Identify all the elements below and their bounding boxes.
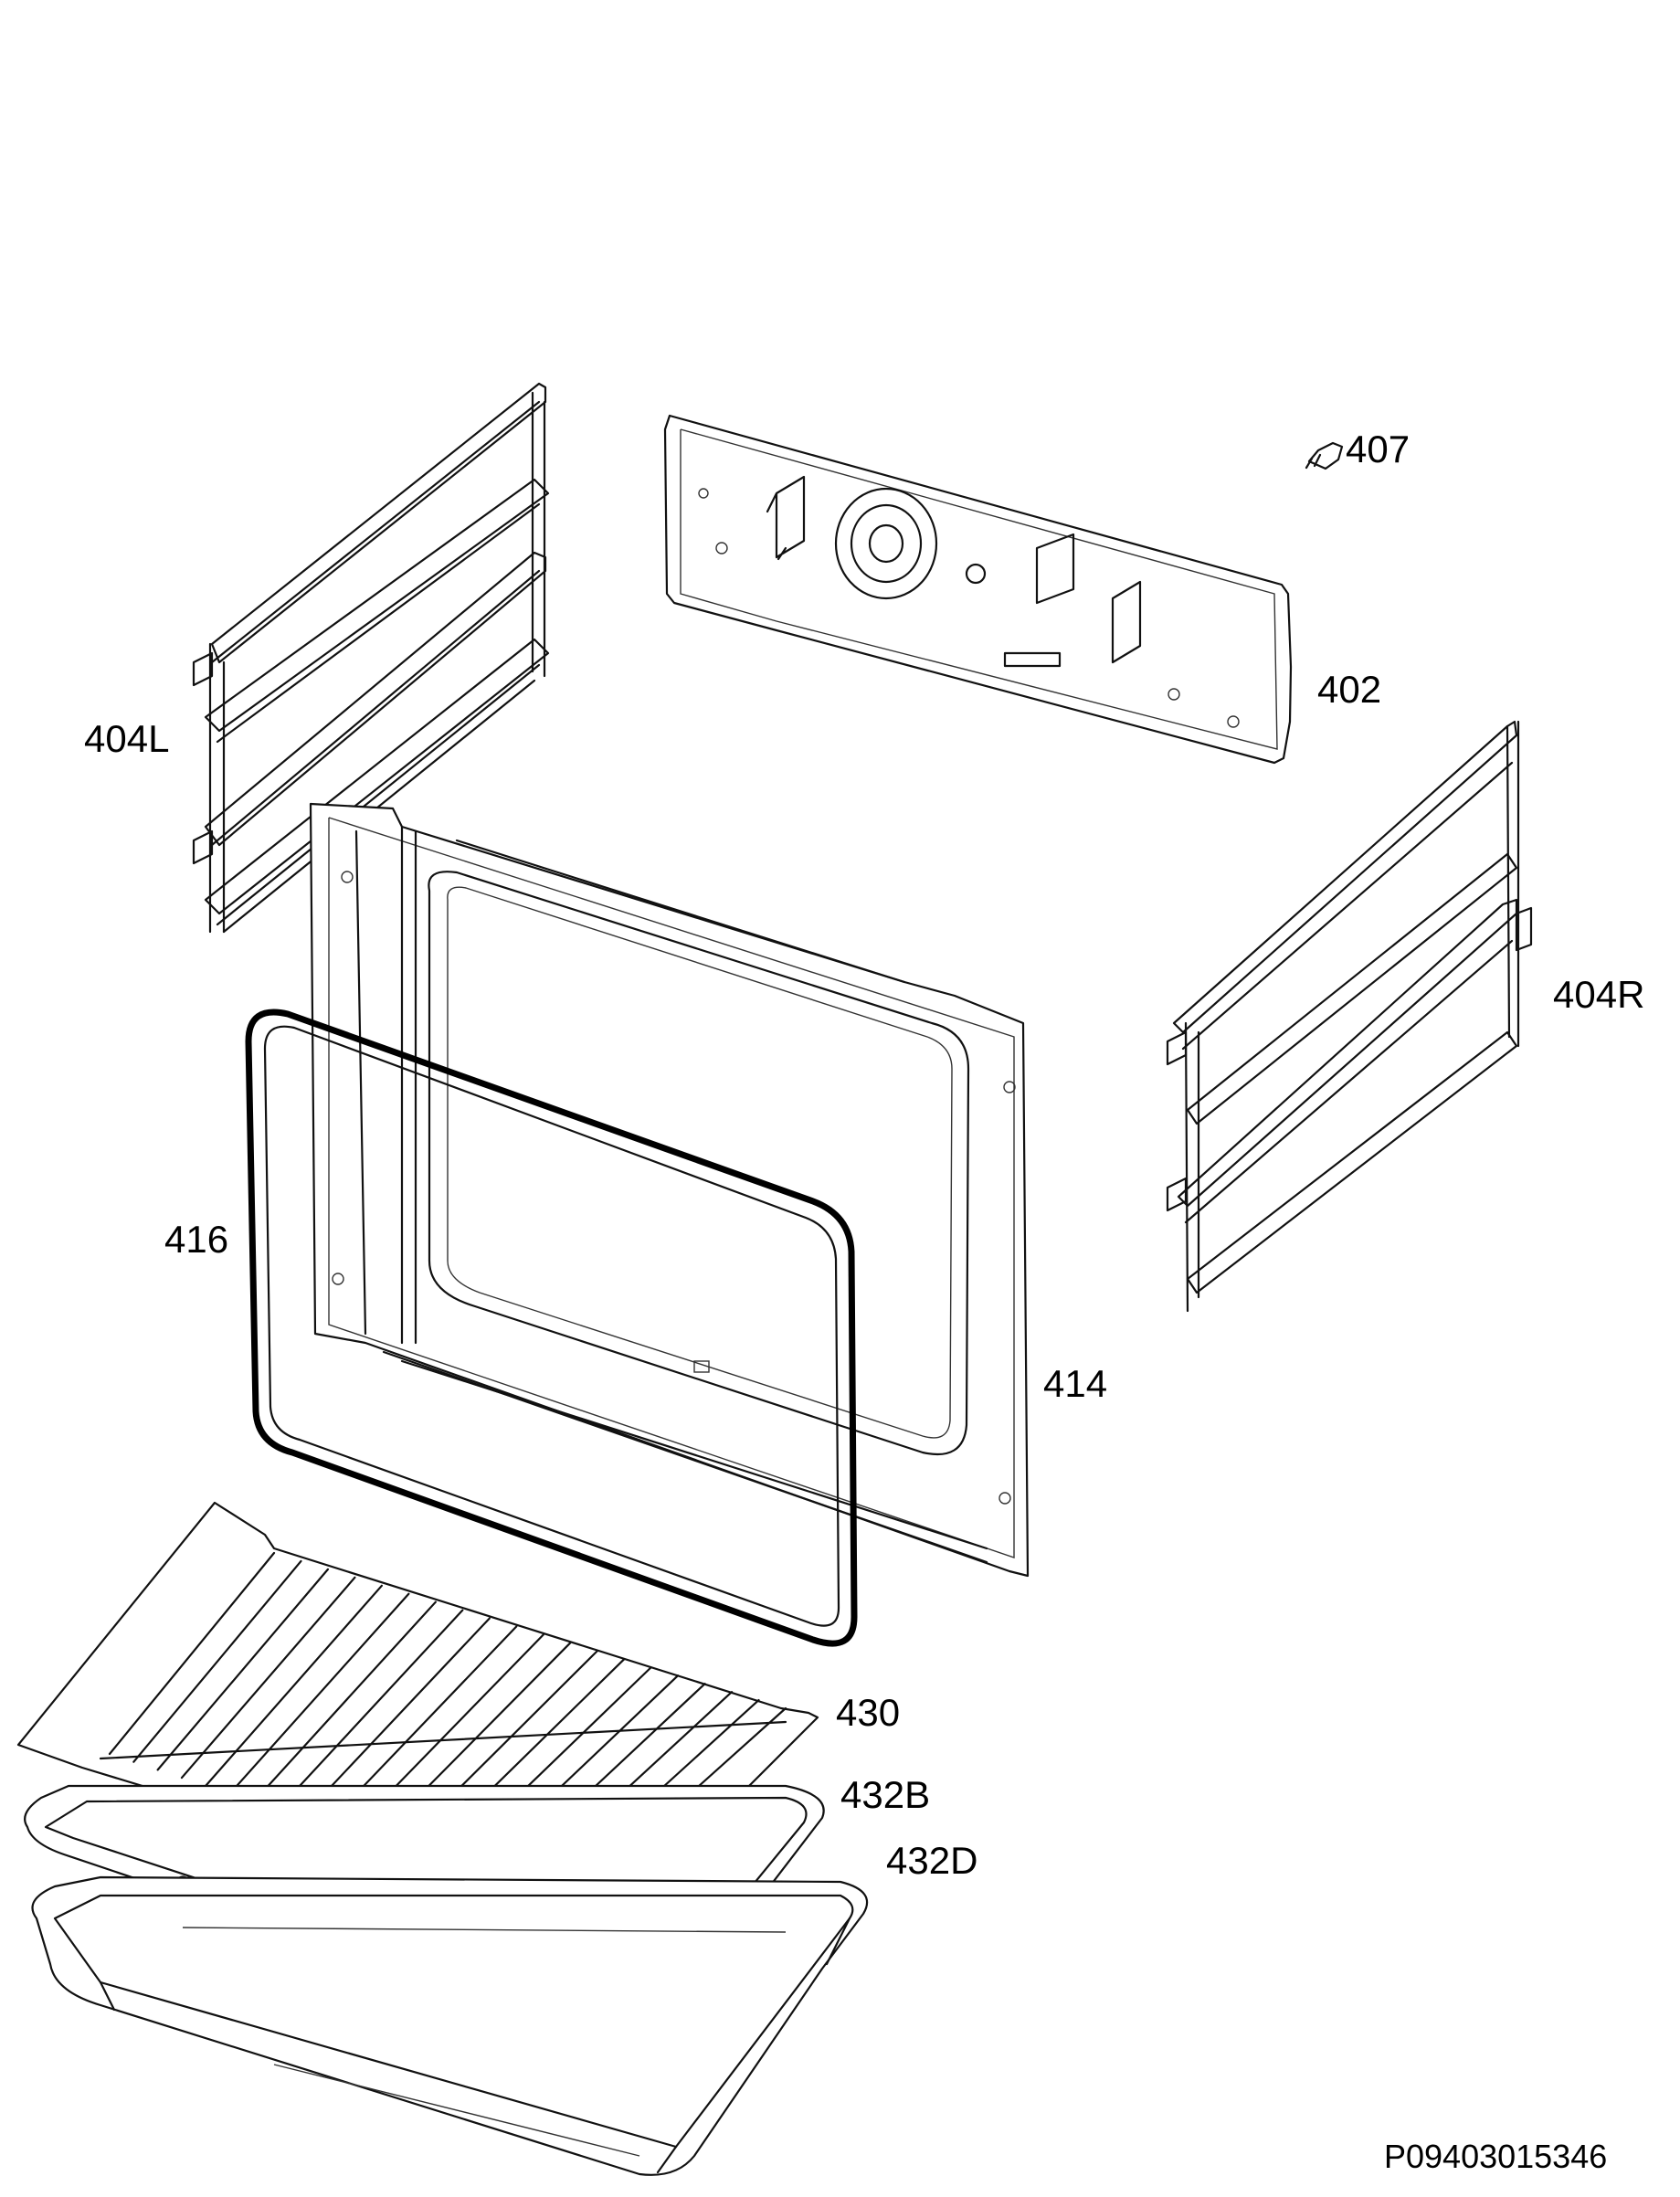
shelf-wire xyxy=(108,1551,276,1756)
part-416-door-gasket xyxy=(245,1009,858,1647)
label-416: 416 xyxy=(164,1218,229,1261)
shelf-wire xyxy=(252,1600,437,1803)
shelf-wire xyxy=(301,1617,491,1819)
shelf-wire xyxy=(228,1592,410,1795)
label-404L: 404L xyxy=(84,717,170,760)
part-414-front-frame xyxy=(309,802,1030,1578)
part-404L-left-rails xyxy=(192,382,550,934)
label-404R: 404R xyxy=(1553,973,1645,1016)
part-407-clip xyxy=(1305,441,1344,470)
shelf-wire xyxy=(205,1584,383,1787)
shelf-wire xyxy=(277,1609,464,1811)
label-402: 402 xyxy=(1317,668,1382,711)
label-430: 430 xyxy=(836,1691,901,1734)
label-414: 414 xyxy=(1043,1362,1108,1405)
document-id: P09403015346 xyxy=(1384,2138,1608,2175)
shelf-wire xyxy=(132,1559,302,1763)
label-407: 407 xyxy=(1346,428,1411,470)
shelf-wire xyxy=(180,1576,356,1780)
label-432B: 432B xyxy=(840,1773,931,1816)
part-402-rear-panel xyxy=(663,414,1293,765)
part-404R-right-rails xyxy=(1166,720,1533,1313)
part-432D-deep-pan xyxy=(31,1875,869,2176)
shelf-wire xyxy=(156,1568,330,1771)
label-432D: 432D xyxy=(886,1839,978,1882)
